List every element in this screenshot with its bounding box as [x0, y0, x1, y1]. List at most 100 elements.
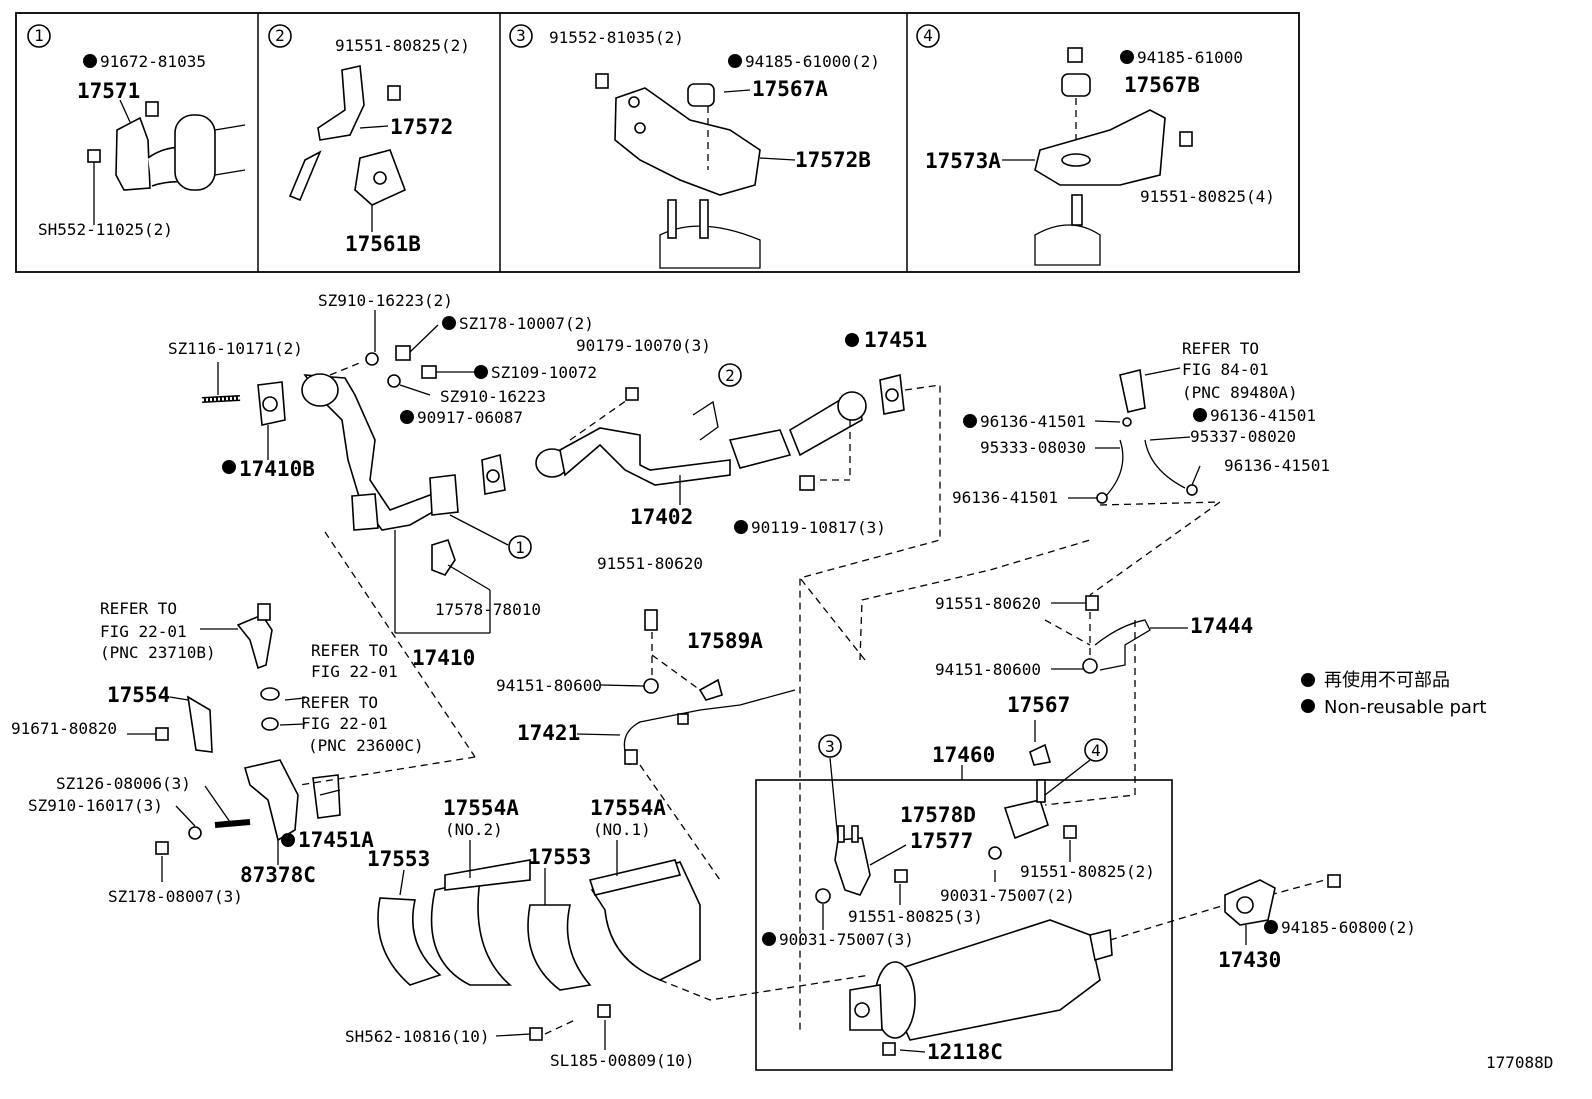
part-number: 17577	[910, 829, 973, 853]
inset-2: 2 91551-80825(2) 17572 17561B	[268, 24, 470, 256]
part-number: 17451A	[298, 828, 374, 852]
part-number: SZ910-16223	[440, 387, 546, 406]
part-number: 17572	[390, 115, 453, 139]
pressure-sensor-hoses	[1044, 369, 1221, 674]
stud-sz116	[201, 395, 241, 403]
figure-id: 177088D	[1486, 1053, 1553, 1072]
part-number: 17444	[1190, 614, 1253, 638]
reference-note: REFER TO	[100, 599, 177, 618]
dpf-assembly	[755, 757, 1173, 1071]
part-number: 17567B	[1124, 73, 1200, 97]
part-number: 96136-41501	[980, 412, 1086, 431]
part-number: 95337-08020	[1190, 427, 1296, 446]
part-number: SZ178-10007(2)	[459, 314, 594, 333]
bracket-17572b-drawing	[595, 73, 796, 269]
part-number: 17460	[932, 743, 995, 767]
part-number: 87378C	[240, 863, 316, 887]
part-number: 91551-80620	[935, 594, 1041, 613]
part-number: SZ910-16017(3)	[28, 796, 163, 815]
inset-number: 4	[923, 26, 933, 45]
reference-note: (PNC 23710B)	[100, 643, 216, 662]
non-reusable-marker	[83, 54, 97, 68]
reference-note: FIG 22-01	[311, 662, 398, 681]
part-number: 96136-41501	[1224, 456, 1330, 475]
inset-3: 3 91552-81035(2) 94185-61000(2) 17567A 1…	[509, 24, 880, 269]
gasket-17410b	[257, 381, 286, 460]
sensor-wire-17421	[623, 609, 796, 881]
hardware-17567	[1029, 743, 1052, 766]
reference-dashes	[659, 384, 1326, 1030]
reference-note: (PNC 89480A)	[1182, 383, 1298, 402]
part-number: 91552-81035(2)	[549, 28, 684, 47]
tail-pipe-17430	[1224, 874, 1341, 926]
legend: 再使用不可部品 Non-reusable part	[1301, 670, 1486, 718]
reference-note: REFER TO	[311, 641, 388, 660]
part-number: (NO.2)	[445, 820, 503, 839]
callout-number: 2	[725, 366, 735, 385]
inset-frame	[15, 12, 1300, 273]
inset-number: 2	[275, 26, 285, 45]
part-number: SL185-00809(10)	[550, 1051, 695, 1070]
inset-4: 4 94185-61000 17567B 17573A 91551-80825(…	[916, 24, 1275, 266]
part-number: 94151-80600	[935, 660, 1041, 679]
callout-number: 3	[825, 737, 835, 756]
reference-note: FIG 22-01	[100, 622, 187, 641]
inset-1: 1 91672-81035 17571 SH552-11025(2)	[27, 24, 246, 239]
part-number: 91551-80825(2)	[1020, 862, 1155, 881]
gasket-90917-06087	[481, 453, 506, 495]
part-number: 17554	[107, 683, 170, 707]
part-number: SZ126-08006(3)	[56, 774, 191, 793]
bracket-17573a-drawing	[1002, 47, 1193, 266]
inset-number: 3	[516, 26, 526, 45]
part-number: 17578D	[900, 803, 976, 827]
part-number: 90119-10817(3)	[751, 518, 886, 537]
inset-number: 1	[34, 26, 44, 45]
part-number: 95333-08030	[980, 438, 1086, 457]
front-pipe-17410	[301, 373, 509, 634]
part-number: 17567	[1007, 693, 1070, 717]
hanger-17572-drawing	[288, 65, 407, 232]
center-pipe-17402	[535, 387, 867, 505]
part-number: 17402	[630, 505, 693, 529]
leader-lines	[127, 362, 1247, 1053]
reference-note: FIG 22-01	[301, 714, 388, 733]
gasket-17451	[879, 374, 905, 415]
part-number: 17553	[528, 845, 591, 869]
part-number: SZ910-16223(2)	[318, 291, 453, 310]
part-number: 91551-80825(3)	[848, 907, 983, 926]
part-number: 17451	[864, 328, 927, 352]
part-number: 17572B	[795, 148, 871, 172]
part-number: SH562-10816(10)	[345, 1027, 490, 1046]
part-number: 17571	[77, 79, 140, 103]
part-number: 94185-60800(2)	[1281, 918, 1416, 937]
part-number: 17589A	[687, 629, 763, 653]
part-number: 17554A	[590, 796, 666, 820]
legend-marker	[1301, 673, 1315, 687]
callout-number: 1	[515, 538, 525, 557]
part-number: 17410B	[239, 457, 315, 481]
part-number: SZ178-08007(3)	[108, 887, 243, 906]
part-number: 94185-61000	[1137, 48, 1243, 67]
legend-english: Non-reusable part	[1324, 697, 1486, 718]
part-number: 17561B	[345, 232, 421, 256]
part-number: 90917-06087	[417, 408, 523, 427]
bracket-17571-drawing	[87, 99, 246, 225]
part-number: 17410	[412, 646, 475, 670]
part-number: 91551-80825(2)	[335, 36, 470, 55]
part-number: SH552-11025(2)	[38, 220, 173, 239]
part-labels: SZ910-16223(2) SZ178-10007(2) SZ116-1017…	[11, 291, 1416, 1070]
small-hardware-front	[329, 310, 475, 396]
part-number: 17578-78010	[435, 600, 541, 619]
legend-marker	[1301, 699, 1315, 713]
reference-note: REFER TO	[1182, 339, 1259, 358]
part-number: 94185-61000(2)	[745, 52, 880, 71]
part-number: 91551-80620	[597, 554, 703, 573]
part-number: 17567A	[752, 77, 828, 101]
part-number: SZ116-10171(2)	[168, 339, 303, 358]
heat-insulators	[377, 859, 701, 1041]
reference-note: FIG 84-01	[1182, 360, 1269, 379]
part-number: 96136-41501	[1210, 406, 1316, 425]
part-number: 96136-41501	[952, 488, 1058, 507]
callout-number: 4	[1091, 741, 1101, 760]
